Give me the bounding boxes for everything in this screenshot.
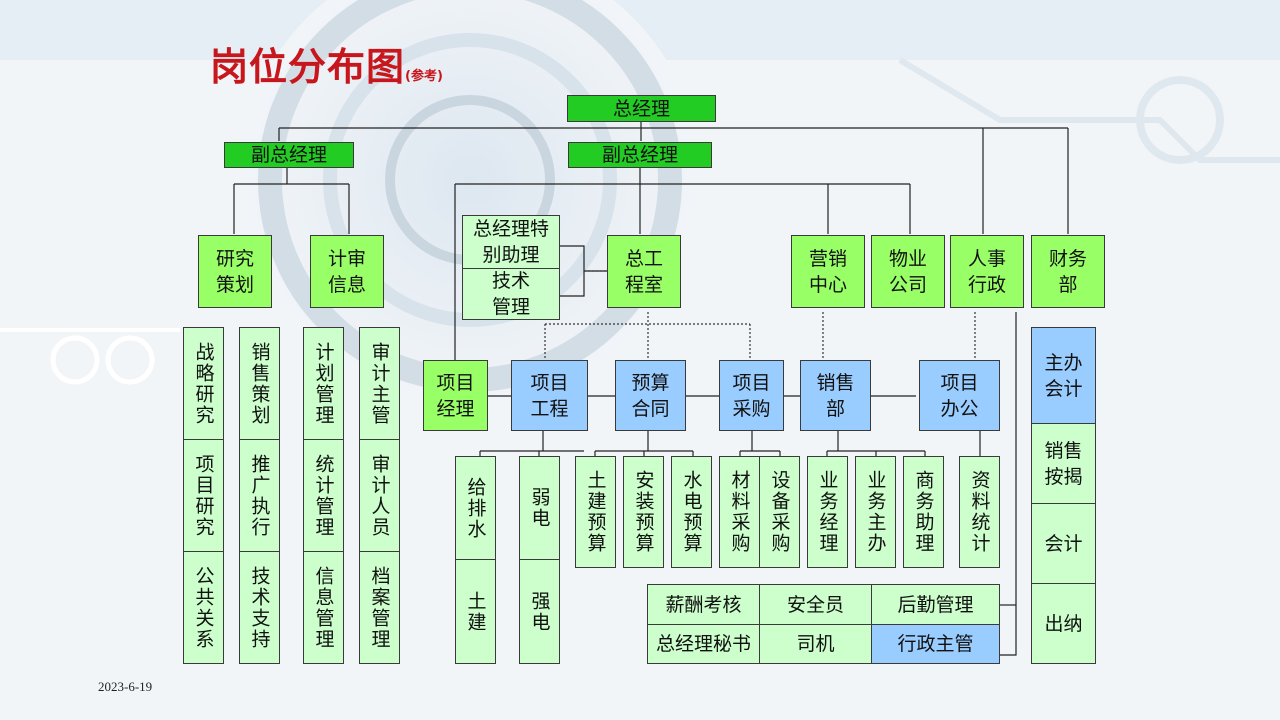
node-info-management: 信息管理 (303, 551, 344, 664)
node-audit-supervisor: 审计主管 (359, 327, 400, 440)
node-marketing-center: 营销中心 (791, 235, 865, 308)
node-finance-dept: 财务部 (1031, 235, 1105, 308)
node-safety-officer: 安全员 (759, 584, 872, 625)
node-hr-admin: 人事行政 (950, 235, 1024, 308)
node-public-relations: 公共关系 (183, 551, 224, 664)
node-general-manager: 总经理 (567, 95, 716, 122)
node-archive-management: 档案管理 (359, 551, 400, 664)
node-property-company: 物业公司 (871, 235, 945, 308)
node-project-research: 项目研究 (183, 439, 224, 552)
node-business-manager: 业务经理 (807, 456, 848, 568)
node-cashier: 出纳 (1031, 583, 1096, 664)
node-project-office: 项目办公 (919, 360, 1000, 431)
node-sales-dept: 销售部 (800, 360, 871, 431)
node-business-executive: 业务主办 (855, 456, 896, 568)
node-mep-budget: 水电预算 (671, 456, 712, 568)
title-note: (参考) (405, 69, 443, 84)
node-salary-assessment: 薪酬考核 (647, 584, 760, 625)
node-project-manager: 项目经理 (423, 360, 488, 431)
node-project-procurement: 项目采购 (719, 360, 784, 431)
node-install-budget: 安装预算 (623, 456, 664, 568)
node-auditor: 审计人员 (359, 439, 400, 552)
node-weak-current: 弱电 (519, 456, 560, 560)
node-gm-special-assistant: 总经理特别助理 (462, 215, 560, 269)
node-water-drainage: 给排水 (455, 456, 496, 560)
node-driver: 司机 (759, 624, 872, 664)
node-chief-engineer-office: 总工程室 (607, 235, 681, 308)
node-logistics-management: 后勤管理 (871, 584, 1000, 625)
node-equipment-procurement: 设备采购 (759, 456, 800, 568)
node-research-planning: 研究策划 (198, 235, 272, 308)
node-sales-planning: 销售策划 (239, 327, 280, 440)
node-admin-supervisor: 行政主管 (871, 624, 1000, 664)
node-strategy-research: 战略研究 (183, 327, 224, 440)
node-budget-contract: 预算合同 (615, 360, 686, 431)
node-chief-accountant: 主办会计 (1031, 327, 1096, 424)
node-strong-current: 强电 (519, 559, 560, 664)
node-stats-management: 统计管理 (303, 439, 344, 552)
node-civil-works: 土建 (455, 559, 496, 664)
node-project-engineering: 项目工程 (511, 360, 588, 431)
page-title: 岗位分布图(参考) (210, 45, 443, 89)
node-vice-gm-right: 副总经理 (568, 142, 712, 168)
node-civil-budget: 土建预算 (575, 456, 616, 568)
node-accountant: 会计 (1031, 503, 1096, 584)
node-promotion: 推广执行 (239, 439, 280, 552)
node-plan-management: 计划管理 (303, 327, 344, 440)
node-material-procurement: 材料采购 (719, 456, 760, 568)
node-tech-management: 技术管理 (462, 268, 560, 320)
slide-date: 2023-6-19 (98, 679, 153, 694)
node-tech-support: 技术支持 (239, 551, 280, 664)
node-business-assistant: 商务助理 (903, 456, 944, 568)
node-audit-info: 计审信息 (310, 235, 384, 308)
node-data-statistics: 资料统计 (959, 456, 1000, 568)
node-sales-mortgage: 销售按揭 (1031, 423, 1096, 504)
node-vice-gm-left: 副总经理 (224, 142, 354, 168)
node-gm-secretary: 总经理秘书 (647, 624, 760, 664)
